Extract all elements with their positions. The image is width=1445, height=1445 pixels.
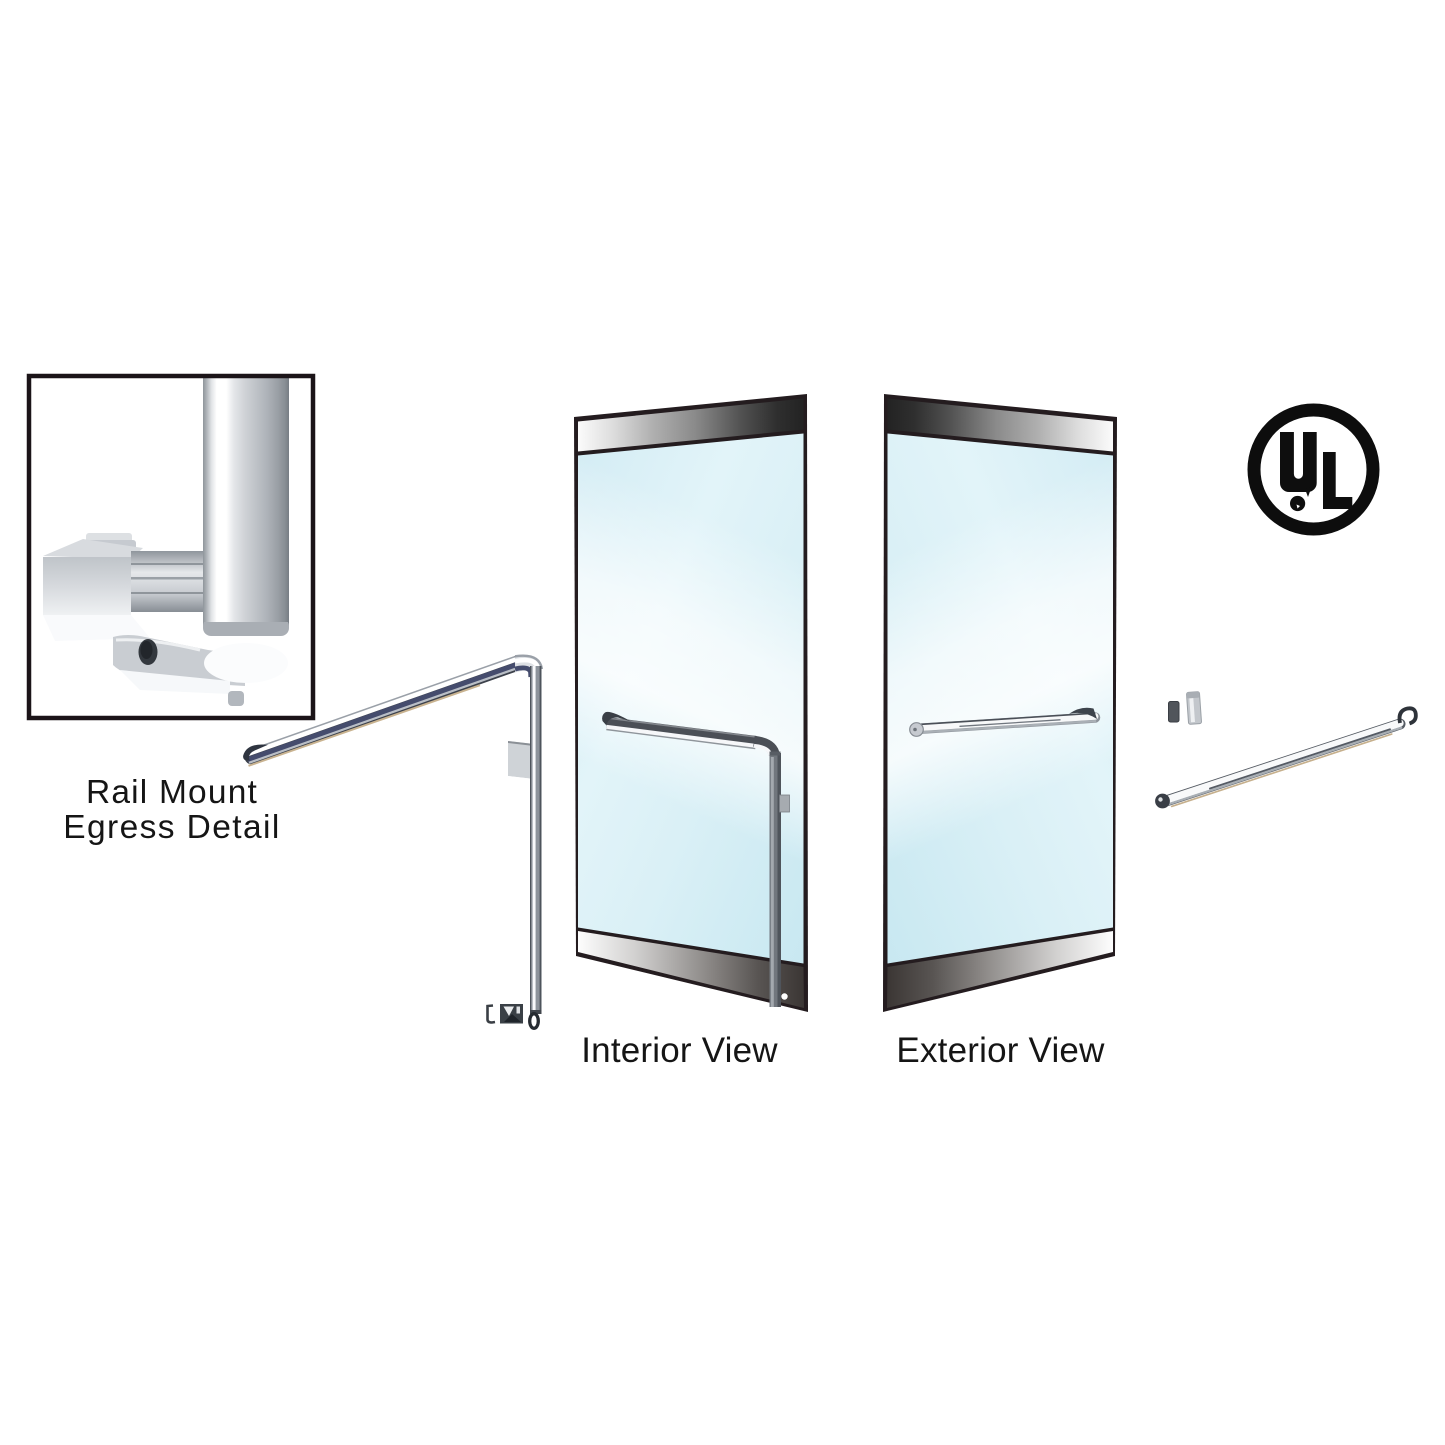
svg-text:Exterior View: Exterior View <box>896 1031 1105 1070</box>
svg-text:Interior View: Interior View <box>581 1031 778 1070</box>
svg-text:Rail Mount: Rail Mount <box>86 774 258 811</box>
svg-text:Egress Detail: Egress Detail <box>63 809 280 846</box>
